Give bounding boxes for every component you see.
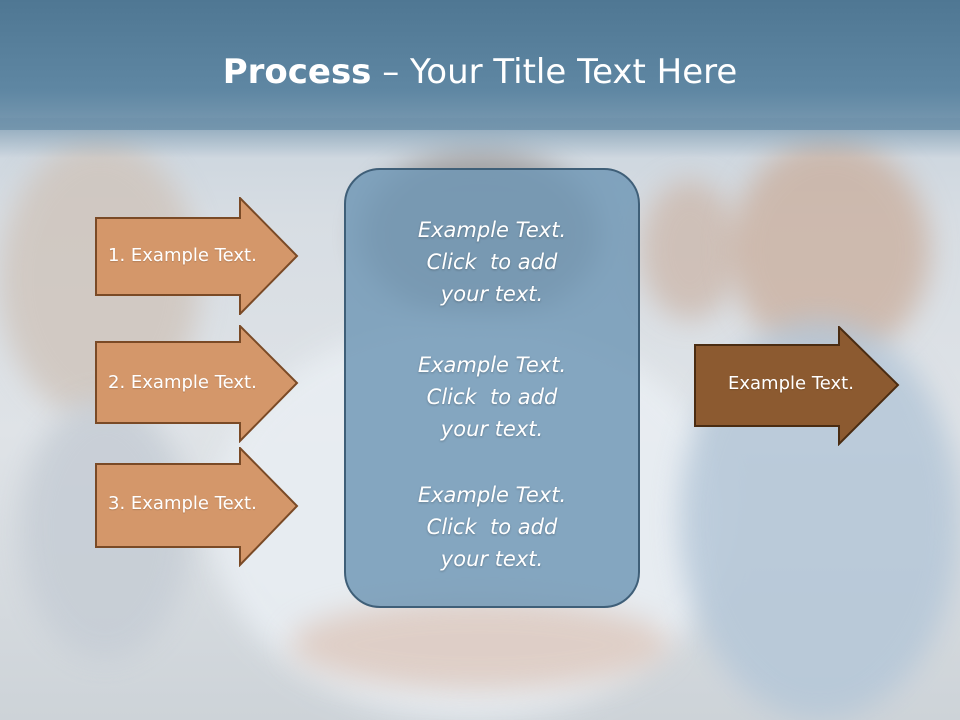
background-person-mid-right [640, 180, 740, 320]
left-arrow-3[interactable]: 3. Example Text. [95, 447, 299, 567]
left-arrow-1[interactable]: 1. Example Text. [95, 197, 299, 315]
right-arrow-shape [694, 326, 900, 446]
left-arrow-1-label: 1. Example Text. [108, 245, 257, 266]
left-arrow-3-shape [95, 447, 299, 567]
center-paragraph-3: Example Text. Click to add your text. [346, 479, 638, 575]
slide-title-rest: – Your Title Text Here [371, 52, 738, 92]
center-paragraph-1: Example Text. Click to add your text. [346, 214, 638, 310]
left-arrow-3-label: 3. Example Text. [108, 493, 257, 514]
left-arrow-2-shape [95, 325, 299, 443]
center-paragraph-2-line-3: your text. [440, 417, 544, 441]
right-arrow[interactable]: Example Text. [694, 326, 900, 446]
left-arrow-1-shape [95, 197, 299, 315]
center-paragraph-1-line-1: Example Text. [417, 218, 567, 242]
right-arrow-label: Example Text. [728, 373, 854, 394]
center-text-box[interactable]: Example Text. Click to add your text. Ex… [344, 168, 640, 608]
left-arrow-2-label: 2. Example Text. [108, 372, 257, 393]
center-paragraph-2-line-1: Example Text. [417, 353, 567, 377]
center-paragraph-3-line-2: Click to add [426, 515, 558, 539]
left-arrow-2[interactable]: 2. Example Text. [95, 325, 299, 443]
center-paragraph-3-line-3: your text. [440, 547, 544, 571]
center-paragraph-1-line-2: Click to add [426, 250, 558, 274]
slide-title[interactable]: Process – Your Title Text Here [0, 52, 960, 92]
background-arms-center [290, 600, 670, 690]
center-paragraph-2-line-2: Click to add [426, 385, 558, 409]
title-band [0, 0, 960, 130]
slide-title-bold: Process [222, 52, 372, 92]
center-paragraph-1-line-3: your text. [440, 282, 544, 306]
center-paragraph-3-line-1: Example Text. [417, 483, 567, 507]
center-paragraph-2: Example Text. Click to add your text. [346, 349, 638, 445]
title-band-fade [0, 118, 960, 158]
